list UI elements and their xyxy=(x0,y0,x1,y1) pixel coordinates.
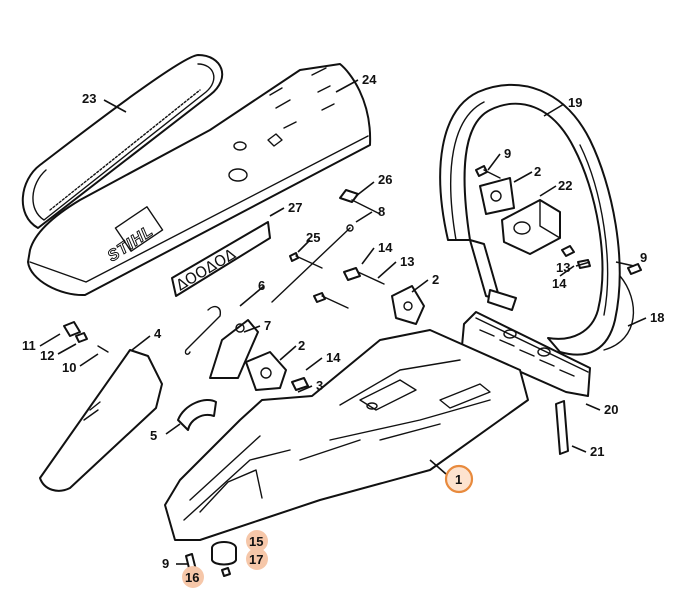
callout-21: 21 xyxy=(590,444,604,459)
highlight-ring-1 xyxy=(444,464,474,494)
callout-8: 8 xyxy=(378,204,385,219)
part-7-lever xyxy=(209,319,259,379)
callout-17[interactable]: 17 xyxy=(249,552,263,567)
part-1-handle-housing xyxy=(164,329,529,541)
callout-3: 3 xyxy=(316,378,323,393)
callout-14-right: 14 xyxy=(552,276,567,291)
callout-27: 27 xyxy=(288,200,302,215)
callout-23: 23 xyxy=(82,91,96,106)
part-22-mount-block xyxy=(501,199,561,255)
callout-9-upper: 9 xyxy=(504,146,511,161)
callout-2-lower: 2 xyxy=(298,338,305,353)
part-2-bracket-lower xyxy=(245,351,287,391)
callout-labels: 23 24 19 9 2 22 26 8 27 25 14 13 2 6 7 4… xyxy=(22,72,664,571)
part-19-front-handle xyxy=(439,83,621,356)
part-2-bracket-mid xyxy=(391,285,425,325)
callout-18: 18 xyxy=(650,310,664,325)
callout-2-mid: 2 xyxy=(432,272,439,287)
callout-13-mid: 13 xyxy=(400,254,414,269)
callout-16[interactable]: 16 xyxy=(185,570,199,585)
callout-10: 10 xyxy=(62,360,76,375)
callout-14-lower: 14 xyxy=(326,350,341,365)
callout-14-upper: 14 xyxy=(378,240,393,255)
callout-7: 7 xyxy=(264,318,271,333)
part-2-bracket-upper xyxy=(479,177,515,215)
highlight-17 xyxy=(246,548,268,570)
callout-13-right: 13 xyxy=(556,260,570,275)
callout-4: 4 xyxy=(154,326,162,341)
part-4-handle-strip xyxy=(39,349,163,492)
callout-1[interactable]: 1 xyxy=(455,472,462,487)
part-6-spring xyxy=(184,305,222,355)
callout-19: 19 xyxy=(568,95,582,110)
callout-11: 11 xyxy=(22,338,36,353)
callout-12: 12 xyxy=(40,348,54,363)
callout-6: 6 xyxy=(258,278,265,293)
part-18-handle-bracket xyxy=(603,275,635,351)
leader-lines xyxy=(39,79,647,565)
callout-26: 26 xyxy=(378,172,392,187)
part-8-rod xyxy=(271,224,354,303)
callout-15[interactable]: 15 xyxy=(249,534,263,549)
part-23-belt xyxy=(21,54,223,229)
highlight-15 xyxy=(246,530,268,552)
part-24-sprocket-cover: STIHL xyxy=(27,63,372,297)
callout-9-right: 9 xyxy=(640,250,647,265)
part-15-buffer xyxy=(211,541,237,566)
callout-25: 25 xyxy=(306,230,320,245)
highlighted-callouts: 1 15 17 16 xyxy=(182,464,474,588)
callout-22: 22 xyxy=(558,178,572,193)
callout-2-upper: 2 xyxy=(534,164,541,179)
part-5-clip xyxy=(177,399,217,431)
highlight-16 xyxy=(182,566,204,588)
callout-5: 5 xyxy=(150,428,157,443)
decal-symbols: ΔOOΔOΔ xyxy=(173,245,240,295)
callout-20: 20 xyxy=(604,402,618,417)
callout-24: 24 xyxy=(362,72,377,87)
part-17-washer xyxy=(221,567,231,577)
callout-9-bottom: 9 xyxy=(162,556,169,571)
